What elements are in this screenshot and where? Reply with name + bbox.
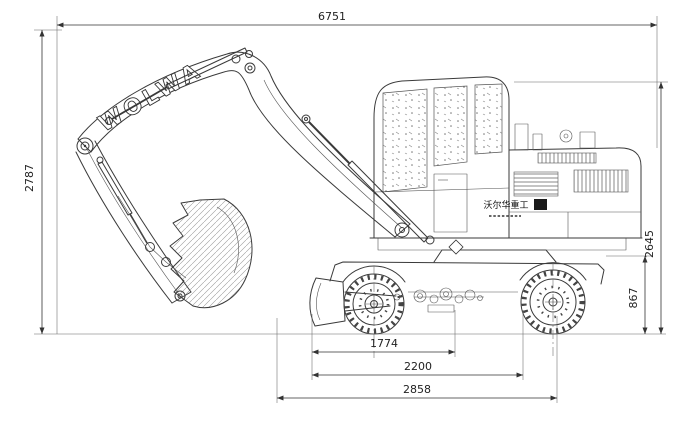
exhaust-stack xyxy=(514,123,529,151)
arm-cylinder-rod xyxy=(111,86,168,120)
apex-pin xyxy=(244,62,256,74)
boom: WOLWA xyxy=(76,51,411,238)
side-vent xyxy=(513,171,559,197)
dim-label-bottom-middle: 2200 xyxy=(404,360,432,373)
swing-center-diamond xyxy=(448,239,464,255)
hood-outline xyxy=(508,147,642,239)
door-window xyxy=(433,85,468,167)
bucket xyxy=(169,198,253,309)
boom-brand-text: WOLWA xyxy=(95,58,208,137)
panel-seams xyxy=(509,211,641,238)
cab-beltline xyxy=(373,187,510,193)
rear-tire-tread xyxy=(521,270,585,334)
arm-inner-line xyxy=(85,146,182,298)
swing-pedestal xyxy=(433,249,557,263)
boom-upper-edge xyxy=(77,51,411,225)
link-pin-b xyxy=(161,257,171,267)
arm-left-edge xyxy=(75,151,173,304)
dimension-annotations: 6751 2787 2645 867 1774 2200 2858 xyxy=(23,10,668,403)
drive-line-detail xyxy=(413,287,484,313)
dim-label-overall-length: 6751 xyxy=(318,10,346,23)
bucket-inner-curve xyxy=(216,206,239,274)
work-equipment: WOLWA xyxy=(75,47,435,309)
body-skirt xyxy=(377,238,627,251)
door-panel xyxy=(433,173,468,233)
arm xyxy=(75,140,192,304)
boom-nose-pin xyxy=(76,137,94,155)
rear-window xyxy=(474,83,503,155)
cab-outline xyxy=(373,76,510,239)
hood-box xyxy=(579,131,596,149)
radiator-grille xyxy=(573,169,629,193)
boom-lower-edge xyxy=(90,69,396,238)
dim-label-overall-height: 2787 xyxy=(23,164,36,192)
boom-cylinder xyxy=(301,114,435,245)
link-pin-a xyxy=(145,242,155,252)
arm-cylinder xyxy=(105,47,253,125)
boom-flange-line xyxy=(263,79,403,229)
dim-label-chassis-height: 867 xyxy=(627,288,640,309)
blade-arms xyxy=(344,291,397,312)
cab xyxy=(373,76,510,239)
windshield xyxy=(382,88,428,193)
upper-structure: 沃尔华重工 xyxy=(369,76,643,255)
dim-label-bottom-outer: 2858 xyxy=(403,383,431,396)
air-intake xyxy=(532,133,543,151)
dozer-blade xyxy=(309,277,401,327)
logo-plate xyxy=(534,199,547,210)
bucket-linkage xyxy=(96,156,187,279)
louver-row xyxy=(537,152,597,164)
filler-cap xyxy=(559,129,573,143)
bucket-hatch xyxy=(170,199,253,308)
dim-label-bottom-inner: 1774 xyxy=(370,337,398,350)
undercarriage xyxy=(309,249,605,358)
chassis-outline xyxy=(329,261,605,285)
boom-cylinder-rod xyxy=(308,121,351,165)
boom-foot-pin xyxy=(394,222,410,238)
engine-compartment xyxy=(508,123,642,239)
cab-side-brand-text: 沃尔华重工 xyxy=(483,199,528,211)
dim-label-body-height: 2645 xyxy=(643,230,656,258)
